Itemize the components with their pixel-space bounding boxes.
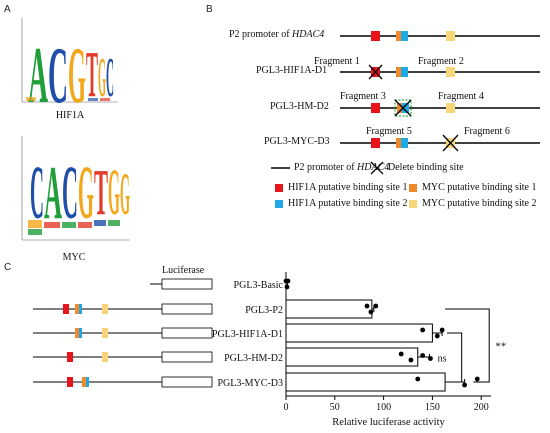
logo-myc: C A C G T G G <box>21 136 130 241</box>
x-tick-label: 50 <box>330 402 340 413</box>
row-label-hm-d2: PGL3-HM-D2 <box>270 101 329 112</box>
significance-bracket <box>445 308 490 383</box>
construct-diagram <box>271 31 540 208</box>
legend-hif2-swatch <box>275 200 283 208</box>
bar <box>285 372 446 392</box>
data-point <box>428 356 433 361</box>
data-point <box>398 351 404 357</box>
logo-hif1a-letter: C <box>106 47 114 109</box>
luciferase-chart: PGL3-BasicPGL3-P2PGL3-HIF1A-D1PGL3-HM-D2… <box>33 272 506 428</box>
logo-hif1a-letter: C <box>48 32 68 120</box>
logo-myc-letter: T <box>94 156 108 229</box>
myc2-construct-site <box>102 328 108 338</box>
myc2-construct-site <box>102 352 108 362</box>
myc1-site-box <box>396 31 402 41</box>
data-point <box>439 327 445 333</box>
data-point <box>373 303 379 309</box>
data-point <box>285 278 291 284</box>
x-axis-title: Relative luciferase activity <box>332 417 445 428</box>
legend-myc2-text: MYC putative binding site 2 <box>422 198 537 209</box>
data-point <box>462 382 468 388</box>
x-tick-label: 100 <box>376 402 391 413</box>
data-point <box>415 376 421 382</box>
row-label-myc-d3: PGL3-MYC-D3 <box>264 136 330 147</box>
x-tick-label: 200 <box>474 402 489 413</box>
legend-hif2-text: HIF1A putative binding site 2 <box>288 198 408 209</box>
logo-myc-letter: A <box>44 151 62 235</box>
legend-myc1-swatch <box>409 184 417 192</box>
category-label: PGL3-P2 <box>245 305 283 316</box>
fragment-label: Fragment 2 <box>418 56 464 67</box>
panel-c-letter: C <box>4 262 12 273</box>
panel-b-letter: B <box>206 4 213 15</box>
fragment-label: Fragment 1 <box>314 56 360 67</box>
myc1-construct-site <box>82 377 86 387</box>
logo-myc-letter: C <box>62 151 78 235</box>
row-label-p2: P2 promoter of HDAC4 <box>229 29 325 40</box>
hif2-site-box <box>401 31 408 41</box>
bar <box>285 347 419 367</box>
hif1-site-box <box>371 31 380 41</box>
bar <box>285 299 373 319</box>
category-label: PGL3-MYC-D3 <box>217 378 283 389</box>
legend-myc2-swatch <box>409 200 417 208</box>
significance-bracket <box>447 332 463 383</box>
myc1-construct-site <box>75 304 79 314</box>
myc2-construct-site <box>102 304 108 314</box>
logo-hif1a-letter: G <box>98 47 106 109</box>
data-point <box>284 284 290 290</box>
luciferase-box <box>161 376 213 388</box>
row-label-hif1a-d1: PGL3-HIF1A-D1 <box>256 65 328 76</box>
x-tick-label: 0 <box>284 402 289 413</box>
data-point <box>420 327 426 333</box>
fragment-label: Fragment 4 <box>438 91 484 102</box>
hif1-construct-site <box>63 304 69 314</box>
data-point <box>368 309 374 315</box>
logo-myc-letter: G <box>108 156 120 229</box>
myc2-site-box <box>446 31 455 41</box>
legend-hif1-text: HIF1A putative binding site 1 <box>288 182 408 193</box>
fragment-label: Fragment 3 <box>340 91 386 102</box>
logo-myc-letter: G <box>78 151 94 235</box>
bar <box>285 323 433 343</box>
logo-hif1a: A C G T G C <box>21 18 118 120</box>
myc1-construct-site <box>75 328 79 338</box>
luciferase-box <box>161 278 213 290</box>
sequence-logos: A C G T G C HIF1A C A C G T G G MYC <box>21 18 130 263</box>
legend-myc1-text: MYC putative binding site 1 <box>422 182 537 193</box>
luciferase-label: Luciferase <box>162 265 205 276</box>
panel-a-letter: A <box>4 4 11 15</box>
significance-outer-label: ** <box>495 341 506 353</box>
x-tick-label: 150 <box>425 402 440 413</box>
category-label: PGL3-Basic <box>234 280 284 291</box>
fragment-label: Fragment 6 <box>464 126 510 137</box>
fragment-label: Fragment 5 <box>366 126 412 137</box>
category-label: PGL3-HM-D2 <box>224 353 283 364</box>
significance-inner-label: ns <box>438 354 447 365</box>
data-point <box>408 357 414 363</box>
logo-myc-name: MYC <box>63 252 86 263</box>
logo-hif1a-name: HIF1A <box>56 110 85 121</box>
data-point <box>364 303 370 309</box>
luciferase-box <box>161 351 213 363</box>
logo-myc-letter: G <box>120 161 130 227</box>
category-label: PGL3-HIF1A-D1 <box>212 329 283 340</box>
luciferase-box <box>161 327 213 339</box>
data-point <box>474 376 480 382</box>
legend-delete-text: Delete binding site <box>388 162 464 173</box>
data-point <box>420 353 426 358</box>
luciferase-box <box>161 303 213 315</box>
legend-line-text: P2 promoter of HDAC4 <box>294 162 390 173</box>
logo-hif1a-letter: T <box>86 38 98 111</box>
data-point <box>434 333 440 339</box>
logo-myc-letter: C <box>30 151 44 235</box>
logo-hif1a-letter: G <box>68 32 86 120</box>
hif1-construct-site <box>67 352 73 362</box>
legend-hif1-swatch <box>275 184 283 192</box>
hif1-construct-site <box>67 377 73 387</box>
